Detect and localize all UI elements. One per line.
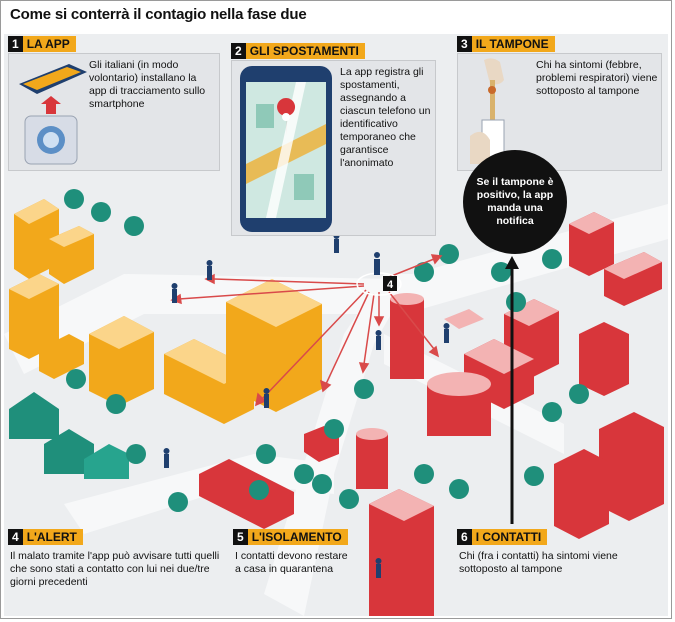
step-1-number: 1 [8, 36, 23, 52]
step-6-tag: 6 I CONTATTI [457, 529, 548, 545]
step-2-number: 2 [231, 43, 246, 59]
map-marker-4 [383, 276, 397, 291]
step-1-tag: 1 LA APP [8, 36, 76, 52]
step-3-box: Chi ha sintomi (febbre, problemi respira… [457, 53, 662, 171]
infographic-title: Come si conterrà il contagio nella fase … [10, 6, 307, 23]
step-3-tag: 3 IL TAMPONE [457, 36, 555, 52]
step-4-label: L'ALERT [22, 529, 83, 545]
step-1-text: Gli italiani (in modo volontario) instal… [89, 59, 206, 110]
step-1-label: LA APP [22, 36, 76, 52]
step-2-text: La app registra gli spostamenti, assegna… [340, 66, 431, 169]
step-6-text: Chi (fra i contatti) ha sintomi viene so… [459, 550, 618, 575]
yellow-buildings [9, 199, 322, 424]
step-4-text: Il malato tramite l'app può avvisare tut… [10, 550, 220, 588]
step-2-box: La app registra gli spostamenti, assegna… [231, 60, 436, 236]
step-4-tag: 4 L'ALERT [8, 529, 83, 545]
step-3-text: Chi ha sintomi (febbre, problemi respira… [536, 59, 658, 97]
step-5-text: I contatti devono restare a casa in quar… [235, 550, 348, 575]
phone-map-icon [240, 66, 332, 232]
step-6-label: I CONTATTI [471, 529, 548, 545]
notification-arrow [505, 256, 519, 524]
notification-bubble: Se il tampone è positivo, la app manda u… [463, 150, 567, 254]
step-6-number: 6 [457, 529, 472, 545]
phone-install-icon [19, 64, 87, 165]
step-4-number: 4 [8, 529, 23, 545]
step-3-label: IL TAMPONE [471, 36, 555, 52]
contact-arrows [170, 254, 443, 407]
step-2-label: GLI SPOSTAMENTI [245, 43, 365, 59]
step-3-number: 3 [457, 36, 472, 52]
step-5-tag: 5 L'ISOLAMENTO [233, 529, 348, 545]
map-marker-label: 4 [387, 279, 394, 291]
green-houses [9, 392, 129, 479]
step-5-number: 5 [233, 529, 248, 545]
step-2-tag: 2 GLI SPOSTAMENTI [231, 43, 365, 59]
step-5-label: L'ISOLAMENTO [247, 529, 348, 545]
step-1-box: Gli italiani (in modo volontario) instal… [8, 53, 220, 171]
